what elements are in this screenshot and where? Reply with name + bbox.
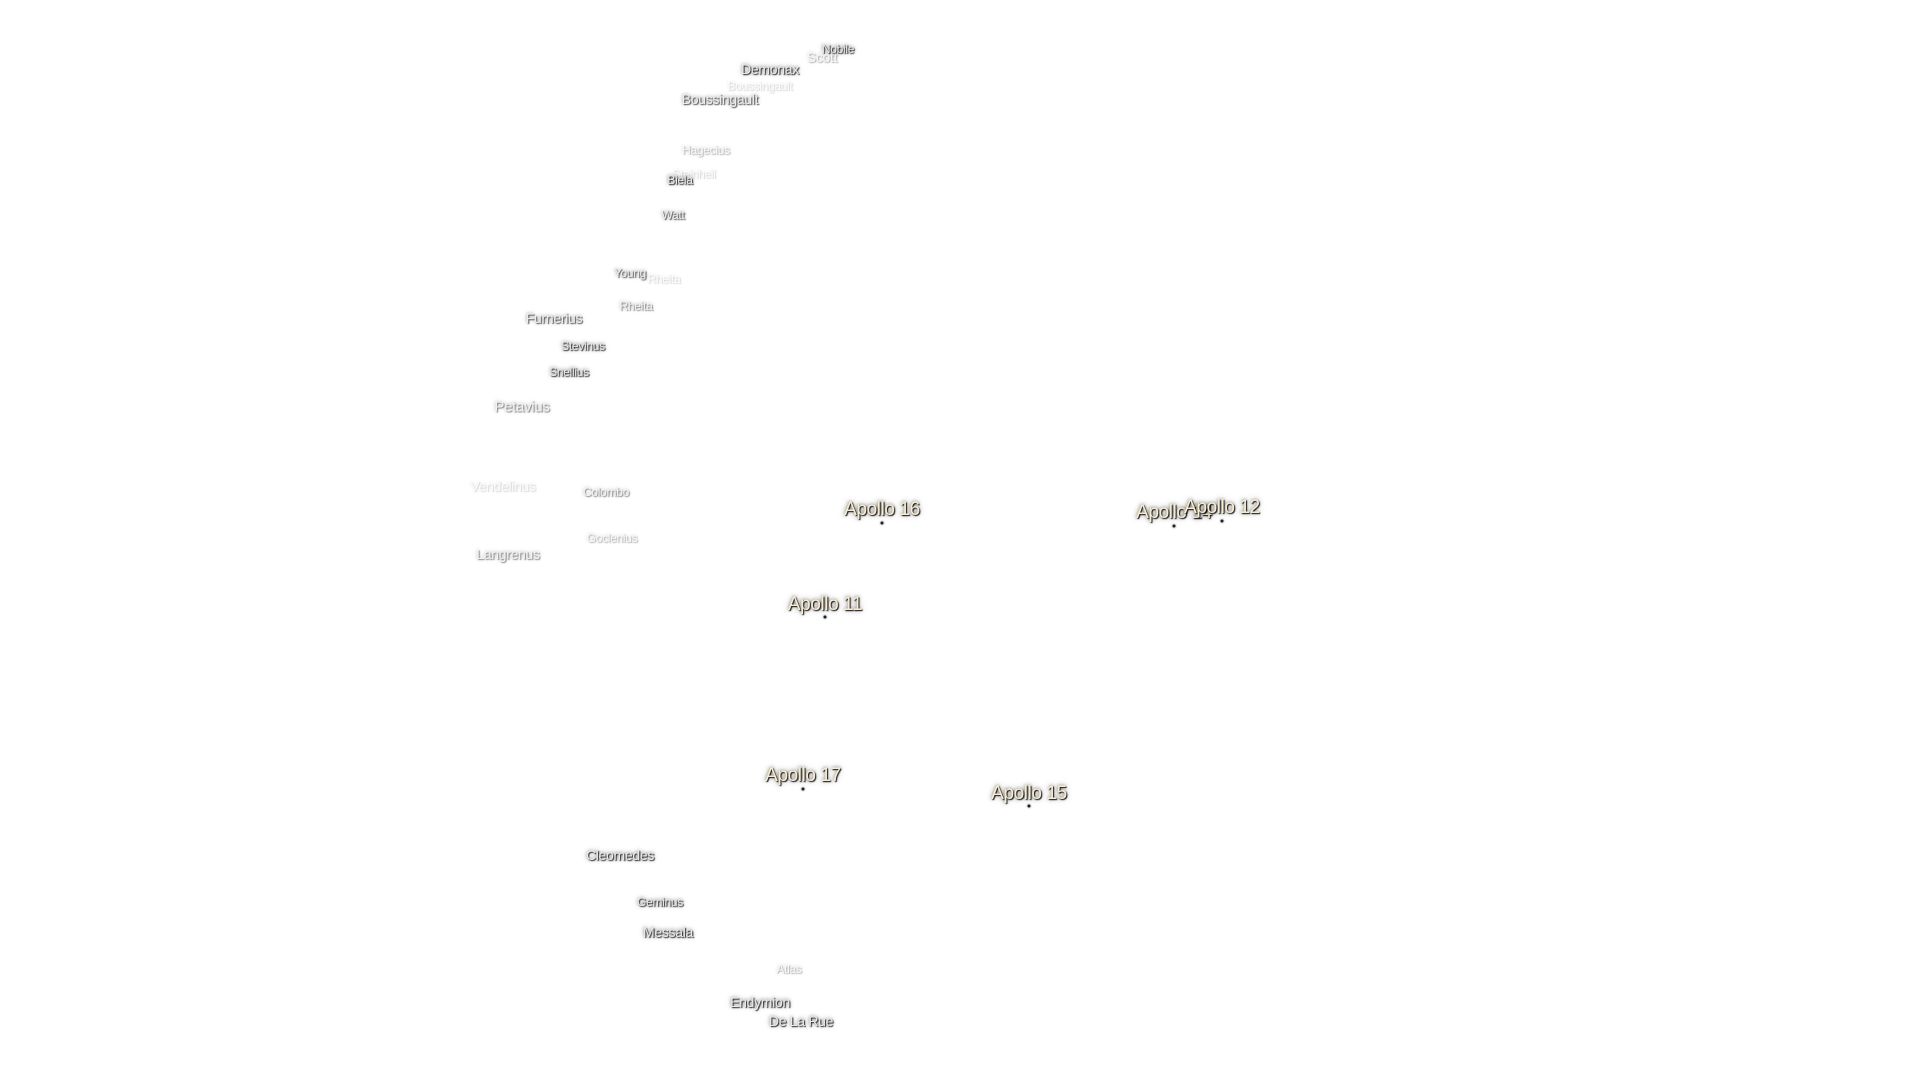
crater-label-de-la-rue[interactable]: De La Rue [768, 1013, 834, 1029]
crater-label-scott[interactable]: Scott [806, 49, 838, 65]
crater-label-vendelinus[interactable]: Vendelinus [470, 478, 536, 494]
landing-site-label-apollo-16[interactable]: Apollo 16 [844, 499, 920, 520]
crater-label-colombo[interactable]: Colombo [583, 485, 629, 499]
crater-label-messala[interactable]: Messala [642, 924, 694, 940]
crater-label-atlas[interactable]: Atlas [776, 962, 802, 976]
crater-label-snellius[interactable]: Snellius [549, 365, 589, 379]
landing-site-label-apollo-12[interactable]: Apollo 12 [1184, 497, 1260, 518]
crater-label-rheita-faint[interactable]: Rheita [647, 272, 681, 286]
crater-label-endymion[interactable]: Endymion [730, 994, 790, 1010]
crater-label-furnerius[interactable]: Furnerius [525, 310, 583, 326]
crater-label-steinheil[interactable]: Steinheil [672, 167, 716, 181]
crater-label-nobile[interactable]: Nobile [821, 42, 855, 56]
crater-label-petavius[interactable]: Petavius [494, 398, 550, 416]
crater-label-watt[interactable]: Watt [661, 208, 685, 222]
crater-label-hagecius[interactable]: Hagecius [682, 143, 730, 157]
landing-site-marker-apollo-12[interactable] [1220, 519, 1224, 523]
landing-site-label-apollo-15[interactable]: Apollo 15 [991, 783, 1067, 804]
landing-site-marker-apollo-11[interactable] [823, 615, 827, 619]
landing-site-marker-apollo-16[interactable] [880, 521, 884, 525]
landing-site-marker-apollo-15[interactable] [1027, 804, 1031, 808]
crater-label-boussingault[interactable]: Boussingault [681, 91, 759, 107]
landing-site-label-apollo-17[interactable]: Apollo 17 [765, 765, 841, 786]
crater-label-stevinus[interactable]: Stevinus [561, 339, 605, 353]
crater-label-cleomedes[interactable]: Cleomedes [585, 847, 655, 863]
crater-label-langrenus[interactable]: Langrenus [476, 546, 540, 562]
landing-site-marker-apollo-14[interactable] [1172, 524, 1176, 528]
landing-site-marker-apollo-17[interactable] [801, 787, 805, 791]
crater-label-geminus[interactable]: Geminus [637, 895, 683, 909]
landing-site-label-apollo-11[interactable]: Apollo 11 [787, 594, 863, 615]
crater-label-rheita[interactable]: Rheita [619, 299, 653, 313]
crater-label-goclenius[interactable]: Goclenius [586, 531, 638, 545]
landing-site-label-apollo-14[interactable]: Apollo 14 [1136, 502, 1212, 523]
crater-label-boussingault-faint[interactable]: Boussingault [727, 79, 793, 93]
crater-label-biela[interactable]: Biela [667, 173, 693, 187]
crater-label-young[interactable]: Young [613, 266, 647, 280]
crater-label-demonax[interactable]: Demonax [741, 61, 799, 77]
